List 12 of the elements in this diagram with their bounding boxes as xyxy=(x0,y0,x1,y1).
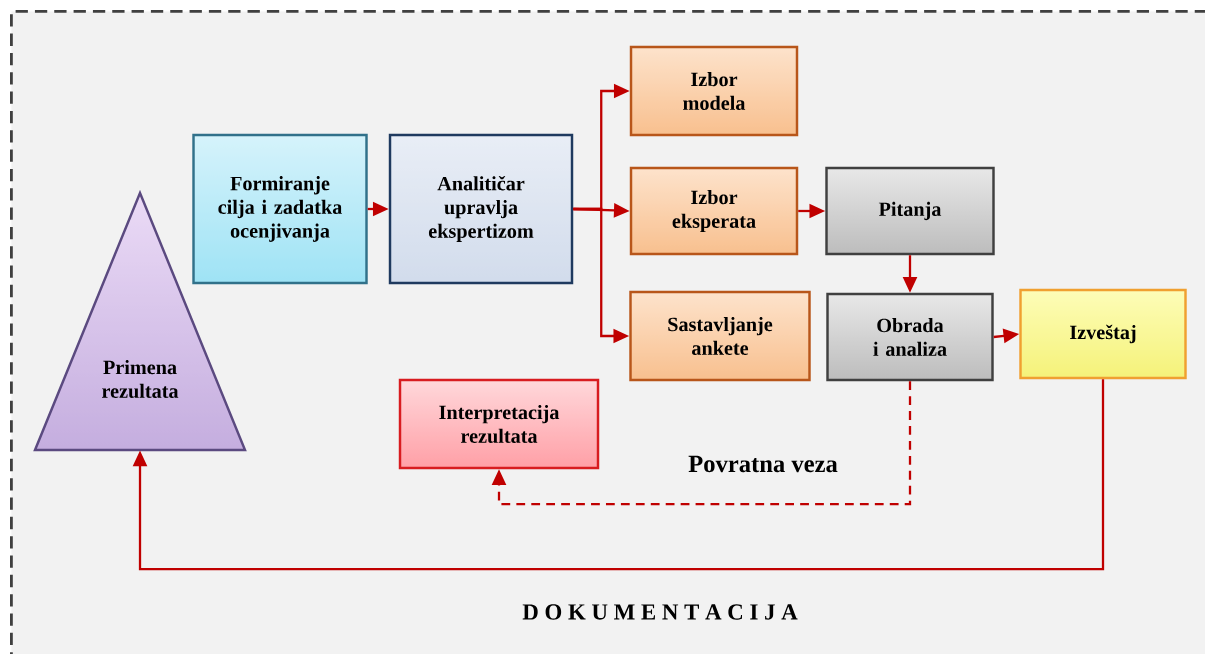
process-box: Pitanja xyxy=(825,166,995,256)
process-box: Formiranje cilja i zadatka ocenjivanja xyxy=(192,133,368,285)
arrow xyxy=(491,381,912,506)
process-box: Izbor modela xyxy=(629,45,799,137)
process-box: Obrada i analiza xyxy=(826,292,994,382)
arrow xyxy=(132,379,1105,571)
process-box: Izveštaj xyxy=(1019,288,1187,380)
process-box: Sastavljanje ankete xyxy=(629,290,811,382)
process-box: Analitičar upravlja ekspertizom xyxy=(388,133,574,285)
section-label: Povratna veza xyxy=(688,455,838,473)
process-box: Interpretacija rezultata xyxy=(398,378,600,470)
process-box: Izbor eksperata xyxy=(629,166,799,256)
